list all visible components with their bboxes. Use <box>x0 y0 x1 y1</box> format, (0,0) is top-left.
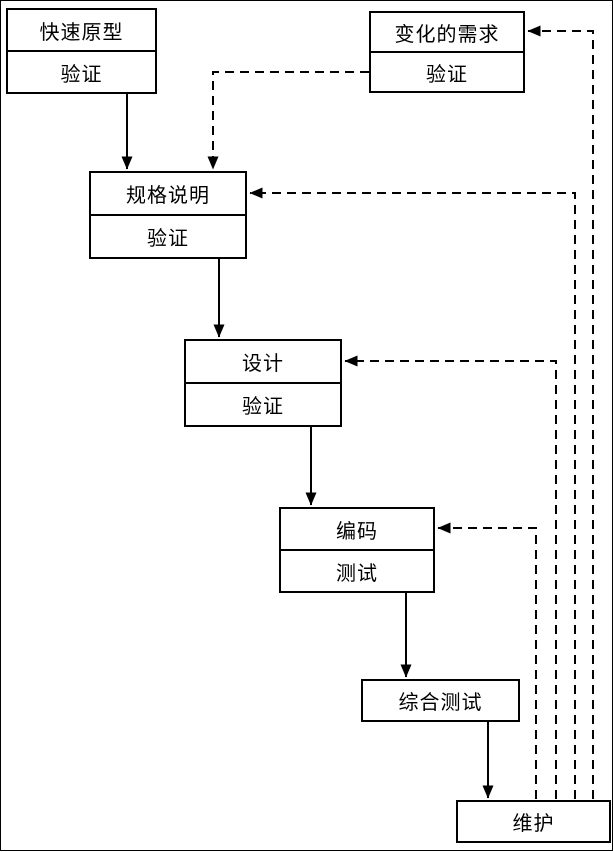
box-changing-requirements-title: 变化的需求 <box>394 23 500 46</box>
box-coding-title: 编码 <box>336 520 378 543</box>
box-design-verify: 验证 <box>186 382 340 425</box>
box-coding-test: 测试 <box>281 549 433 591</box>
box-changing-requirements: 变化的需求 验证 <box>369 11 525 93</box>
box-specification-verify: 验证 <box>91 214 245 257</box>
box-specification-title: 规格说明 <box>126 185 210 207</box>
box-maintenance-title: 维护 <box>512 813 555 835</box>
box-rapid-prototype-verify: 验证 <box>8 50 155 92</box>
box-rapid-prototype-title: 快速原型 <box>39 21 124 44</box>
box-specification: 规格说明 验证 <box>89 171 247 259</box>
box-coding: 编码 测试 <box>279 507 435 593</box>
box-changing-requirements-verify: 验证 <box>371 51 523 91</box>
edge-maintenance-to-requirements <box>527 25 594 799</box>
edge-maintenance-to-coding <box>437 522 537 799</box>
edge-requirements-to-spec <box>207 71 369 170</box>
box-maintenance: 维护 <box>456 800 611 843</box>
box-design-title: 设计 <box>242 353 284 375</box>
box-design: 设计 验证 <box>184 339 342 427</box>
box-integration-test: 综合测试 <box>361 679 520 722</box>
box-rapid-prototype: 快速原型 验证 <box>6 8 157 94</box>
box-integration-test-title: 综合测试 <box>398 692 483 714</box>
